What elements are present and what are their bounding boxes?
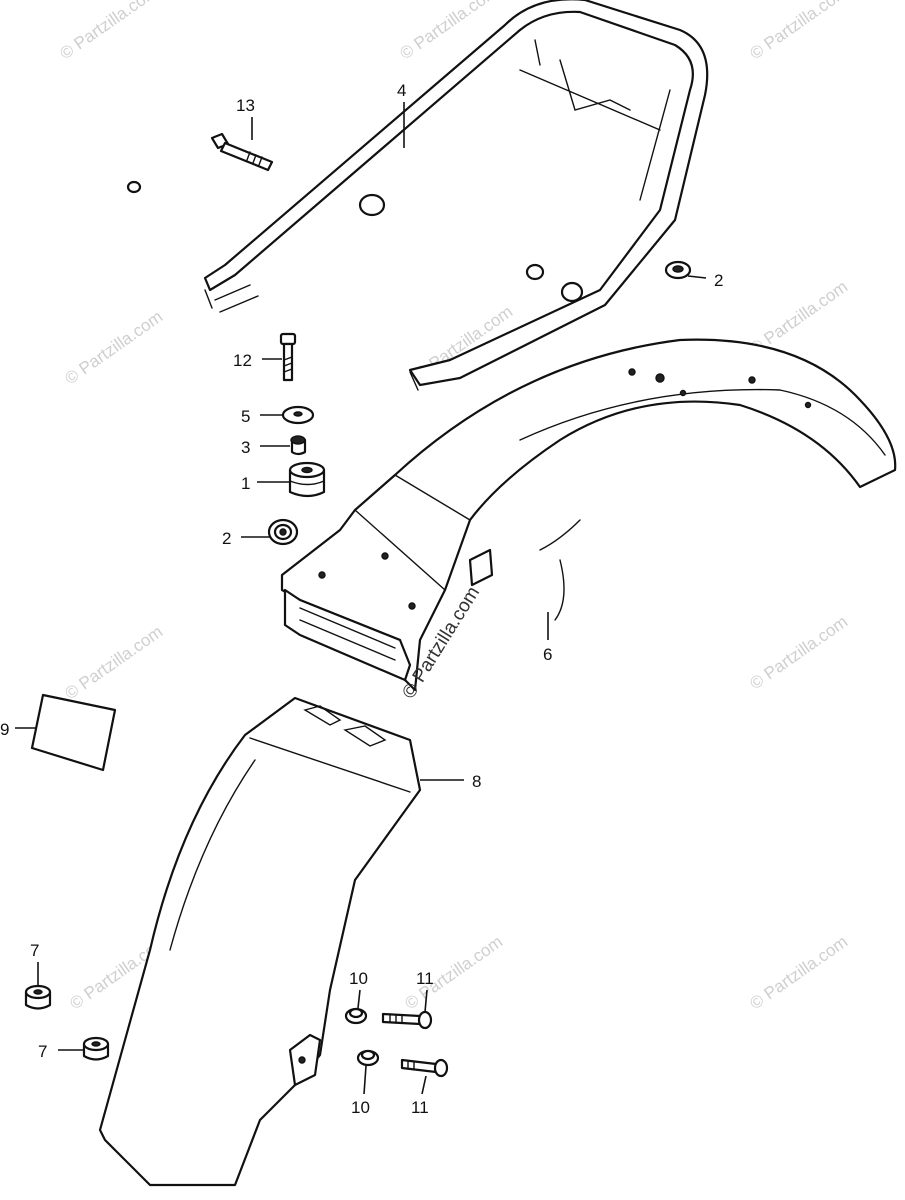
washer-part-5[interactable] <box>281 405 315 425</box>
watermark: © Partzilla.com <box>746 612 851 693</box>
callout-7-lower: 7 <box>38 1042 47 1061</box>
watermark: © Partzilla.com <box>61 307 166 388</box>
callout-3: 3 <box>241 438 250 457</box>
callout-11-lower: 11 <box>411 1098 429 1117</box>
callout-7-upper: 7 <box>30 941 39 960</box>
nut-part-7-upper[interactable] <box>24 984 52 1010</box>
callout-9: 9 <box>0 720 9 739</box>
callout-labels: 13 4 2 12 5 3 1 2 6 9 8 7 7 10 11 10 11 <box>0 81 723 1117</box>
nut-part-7-lower[interactable] <box>82 1036 110 1061</box>
watermark: © Partzilla.com <box>746 932 851 1013</box>
bolt-part-11-lower[interactable] <box>400 1058 449 1078</box>
callout-4: 4 <box>397 81 406 100</box>
label-part-9[interactable] <box>30 693 117 772</box>
collar-part-3[interactable] <box>290 435 307 456</box>
flange-nut-part-10-lower[interactable] <box>356 1049 380 1067</box>
rear-fender-part-6[interactable] <box>280 338 897 692</box>
callout-10-lower: 10 <box>351 1098 370 1117</box>
callout-1: 1 <box>241 474 250 493</box>
grommet-part-2-upper[interactable] <box>664 260 692 280</box>
watermark: © Partzilla.com <box>61 622 166 703</box>
bolt-part-13[interactable] <box>210 132 274 172</box>
leader-lines <box>15 102 707 1095</box>
flange-nut-part-10-upper[interactable] <box>344 1007 368 1025</box>
watermark: © Partzilla.com <box>746 0 851 63</box>
callout-8: 8 <box>472 772 481 791</box>
bolt-part-11-upper[interactable] <box>381 1010 433 1030</box>
inner-fender-part-8[interactable] <box>98 696 422 1187</box>
callout-12: 12 <box>233 351 252 370</box>
grab-rail-part-4[interactable] <box>126 0 709 391</box>
callout-6: 6 <box>543 645 552 664</box>
callout-2-lower: 2 <box>222 529 231 548</box>
rubber-cushion-part-1[interactable] <box>288 461 326 498</box>
callout-5: 5 <box>241 407 250 426</box>
callout-13: 13 <box>236 96 255 115</box>
callout-11-upper: 11 <box>416 969 434 988</box>
bolt-part-12[interactable] <box>279 332 297 382</box>
grommet-part-2-lower[interactable] <box>267 518 299 546</box>
callout-2-upper: 2 <box>714 271 723 290</box>
callout-10-upper: 10 <box>349 969 368 988</box>
watermark: © Partzilla.com <box>56 0 161 63</box>
